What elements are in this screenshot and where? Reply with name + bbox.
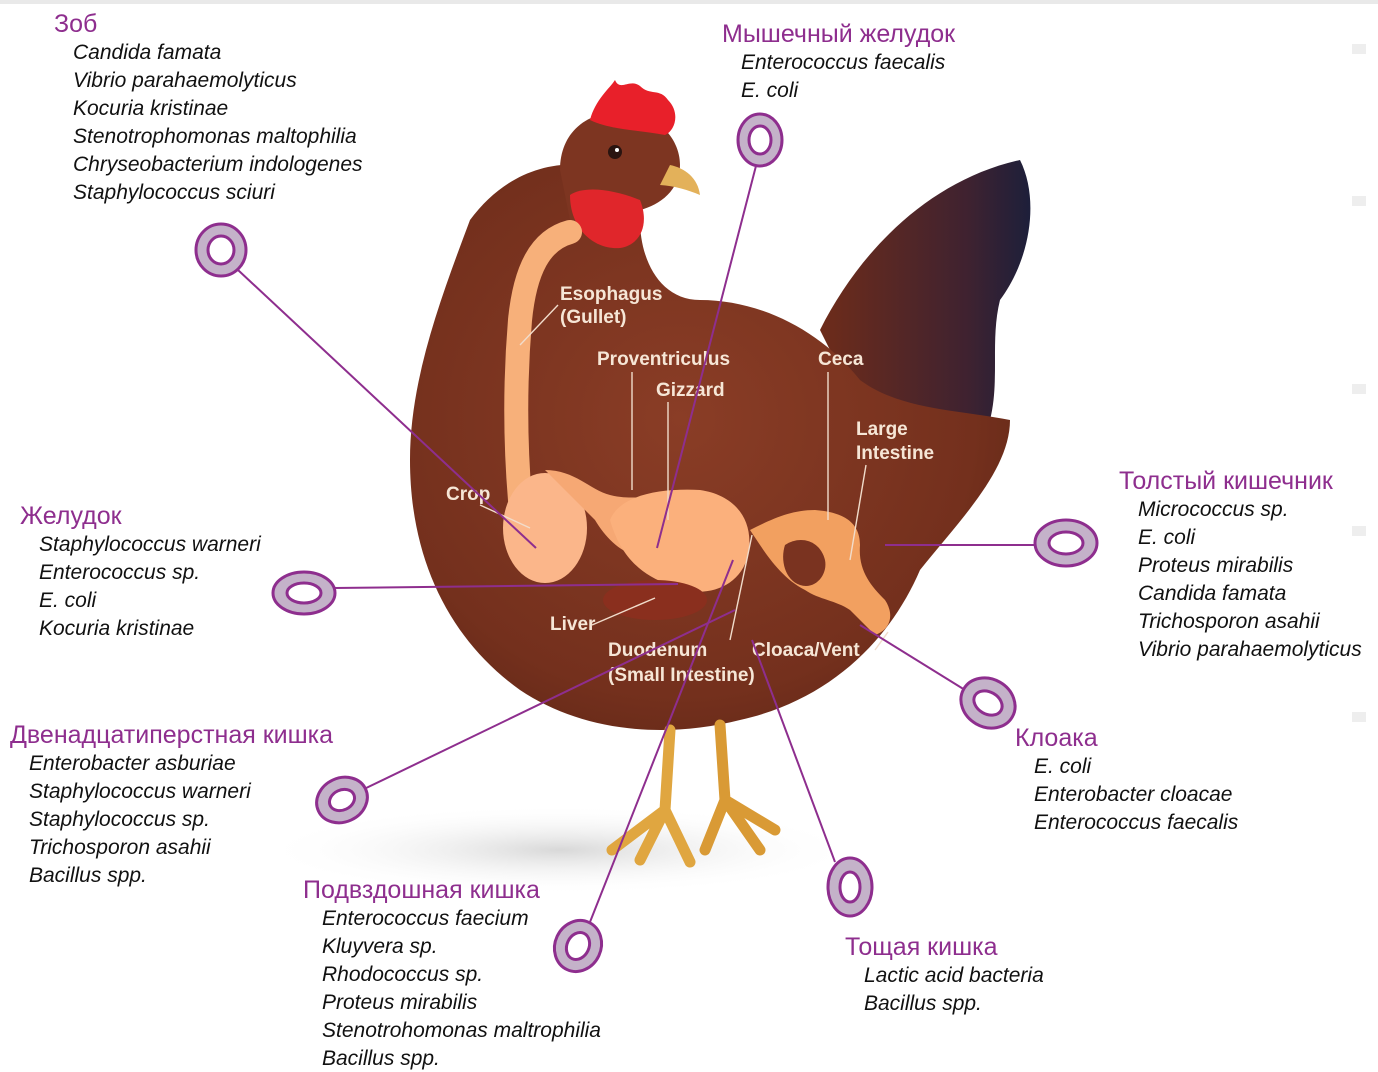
anat-large-intestine-label: Large <box>856 419 908 440</box>
anat-crop-label: Crop <box>446 484 490 505</box>
species-item: Stenotrohomonas maltrophilia <box>322 1017 601 1045</box>
species-item: Trichosporon asahii <box>1138 608 1362 636</box>
species-list-duodenum: Enterobacter asburiae Staphylococcus war… <box>10 750 333 890</box>
species-item: E. coli <box>1034 753 1238 781</box>
anat-gizzard-label: Gizzard <box>656 380 725 401</box>
species-item: Staphylococcus sp. <box>29 806 333 834</box>
anat-esophagus-sub-label: (Gullet) <box>560 307 627 328</box>
species-item: Chryseobacterium indologenes <box>73 151 363 179</box>
species-item: Staphylococcus warneri <box>29 778 333 806</box>
section-large-intestine-title: Толстый кишечник <box>1119 466 1362 496</box>
species-item: Enterococcus faecium <box>322 905 601 933</box>
ring-marker-icon <box>828 858 872 916</box>
species-item: Proteus mirabilis <box>1138 552 1362 580</box>
section-stomach-title: Желудок <box>20 501 261 531</box>
section-jejunum: Тощая кишка Lactic acid bacteria Bacillu… <box>845 932 1044 1018</box>
species-item: Candida famata <box>1138 580 1362 608</box>
species-list-jejunum: Lactic acid bacteria Bacillus spp. <box>845 962 1044 1018</box>
species-item: E. coli <box>39 587 261 615</box>
species-item: Bacillus spp. <box>322 1045 601 1072</box>
species-item: Enterococcus sp. <box>39 559 261 587</box>
species-item: Enterobacter asburiae <box>29 750 333 778</box>
species-item: Rhodococcus sp. <box>322 961 601 989</box>
species-item: Kluyvera sp. <box>322 933 601 961</box>
section-duodenum-title: Двенадцатиперстная кишка <box>10 720 333 750</box>
species-item: E. coli <box>1138 524 1362 552</box>
ring-marker-icon <box>1035 520 1097 566</box>
leader-line-cloaca <box>860 625 965 690</box>
anat-duodenum-label: Duodenum <box>608 640 707 661</box>
species-item: Staphylococcus sciuri <box>73 179 363 207</box>
anat-large-intestine-sub-label: Intestine <box>856 443 934 464</box>
species-item: Candida famata <box>73 39 363 67</box>
section-large-intestine: Толстый кишечник Micrococcus sp. E. coli… <box>1119 466 1362 663</box>
species-item: E. coli <box>741 77 955 105</box>
hen-illustration: Esophagus (Gullet) Proventriculus Gizzar… <box>410 80 1030 862</box>
section-ileum: Подвздошная кишка Enterococcus faecium K… <box>303 875 601 1072</box>
species-item: Vibrio parahaemolyticus <box>73 67 363 95</box>
species-item: Bacillus spp. <box>864 990 1044 1018</box>
species-item: Kocuria kristinae <box>39 615 261 643</box>
species-item: Enterococcus faecalis <box>1034 809 1238 837</box>
section-crop: Зоб Candida famata Vibrio parahaemolytic… <box>54 9 363 206</box>
species-item: Vibrio parahaemolyticus <box>1138 636 1362 664</box>
species-item: Lactic acid bacteria <box>864 962 1044 990</box>
ring-marker-icon <box>738 114 782 166</box>
left-leg <box>612 730 690 862</box>
species-item: Enterobacter cloacae <box>1034 781 1238 809</box>
species-item: Bacillus spp. <box>29 862 333 890</box>
ring-marker-icon <box>273 572 335 614</box>
species-item: Micrococcus sp. <box>1138 496 1362 524</box>
ring-marker-icon <box>196 224 246 276</box>
section-jejunum-title: Тощая кишка <box>845 932 1044 962</box>
species-item: Staphylococcus warneri <box>39 531 261 559</box>
species-list-stomach: Staphylococcus warneri Enterococcus sp. … <box>20 531 261 643</box>
species-item: Proteus mirabilis <box>322 989 601 1017</box>
species-list-gizzard: Enterococcus faecalis E. coli <box>722 49 955 105</box>
section-crop-title: Зоб <box>54 9 363 39</box>
section-cloaca: Клоака E. coli Enterobacter cloacae Ente… <box>1015 723 1238 837</box>
section-gizzard: Мышечный желудок Enterococcus faecalis E… <box>722 19 955 105</box>
species-item: Enterococcus faecalis <box>741 49 955 77</box>
anat-ceca-label: Ceca <box>818 349 864 370</box>
section-ileum-title: Подвздошная кишка <box>303 875 601 905</box>
hen-eye <box>608 145 622 159</box>
species-list-large-intestine: Micrococcus sp. E. coli Proteus mirabili… <box>1119 496 1362 663</box>
species-list-ileum: Enterococcus faecium Kluyvera sp. Rhodoc… <box>303 905 601 1072</box>
ring-marker-icon <box>952 668 1024 738</box>
anat-cloaca-label: Cloaca/Vent <box>752 640 860 661</box>
section-stomach: Желудок Staphylococcus warneri Enterococ… <box>20 501 261 643</box>
section-gizzard-title: Мышечный желудок <box>722 19 955 49</box>
species-list-cloaca: E. coli Enterobacter cloacae Enterococcu… <box>1015 753 1238 837</box>
species-item: Stenotrophomonas maltophilia <box>73 123 363 151</box>
section-cloaca-title: Клоака <box>1015 723 1238 753</box>
section-duodenum: Двенадцатиперстная кишка Enterobacter as… <box>10 720 333 890</box>
species-item: Trichosporon asahii <box>29 834 333 862</box>
anat-proventriculus-label: Proventriculus <box>597 349 730 370</box>
species-item: Kocuria kristinae <box>73 95 363 123</box>
anat-esophagus-label: Esophagus <box>560 284 662 305</box>
species-list-crop: Candida famata Vibrio parahaemolyticus K… <box>54 39 363 206</box>
anat-small-intestine-label: (Small Intestine) <box>608 665 755 686</box>
anat-liver-label: Liver <box>550 614 596 635</box>
